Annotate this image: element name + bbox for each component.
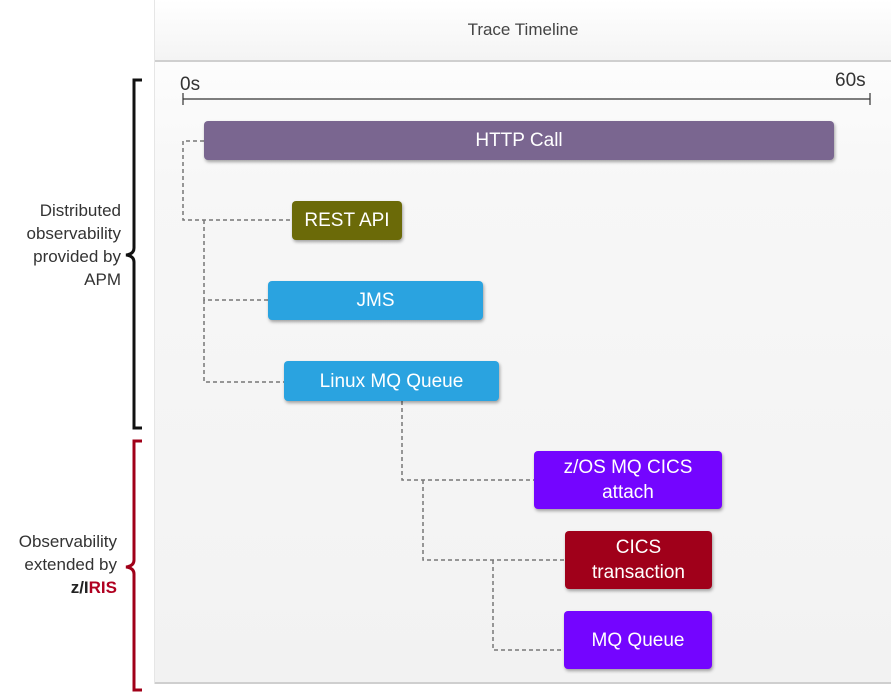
panel-bottom-border: [155, 682, 891, 684]
span-jms[interactable]: JMS: [268, 281, 483, 320]
connector-cics-mqqueue: [492, 560, 564, 651]
axis-start-label: 0s: [180, 74, 201, 95]
axis-end-label: 60s: [835, 70, 866, 91]
span-cics-transaction[interactable]: CICS transaction: [565, 531, 712, 589]
span-rest-api[interactable]: REST API: [292, 201, 402, 240]
connector-rest-jms: [203, 220, 268, 301]
ziris-group-label: Observability extended by z/IRIS: [0, 530, 117, 599]
ziris-label-prefix: Observability extended by: [18, 532, 117, 574]
connector-http-rest: [182, 140, 292, 221]
connector-zosmq-cics: [422, 480, 565, 561]
span-linux-mq-queue[interactable]: Linux MQ Queue: [284, 361, 499, 401]
span-zos-mq-cics-attach[interactable]: z/OS MQ CICS attach: [534, 451, 722, 509]
span-http-call[interactable]: HTTP Call: [204, 121, 834, 160]
span-connectors: [182, 140, 565, 651]
connector-jms-linuxmq: [203, 300, 284, 383]
apm-group-label: Distributed observability provided by AP…: [26, 201, 122, 289]
timeline-axis: [182, 93, 871, 105]
ziris-brand-r: RIS: [88, 578, 117, 597]
apm-bracket: [125, 78, 142, 430]
panel-title: Trace Timeline: [155, 0, 891, 62]
ziris-bracket: [125, 439, 142, 692]
ziris-brand-z: z/I: [70, 578, 89, 597]
span-mq-queue[interactable]: MQ Queue: [564, 611, 712, 669]
trace-panel: Trace Timeline: [154, 0, 891, 684]
connector-linuxmq-zosmq: [401, 401, 534, 481]
